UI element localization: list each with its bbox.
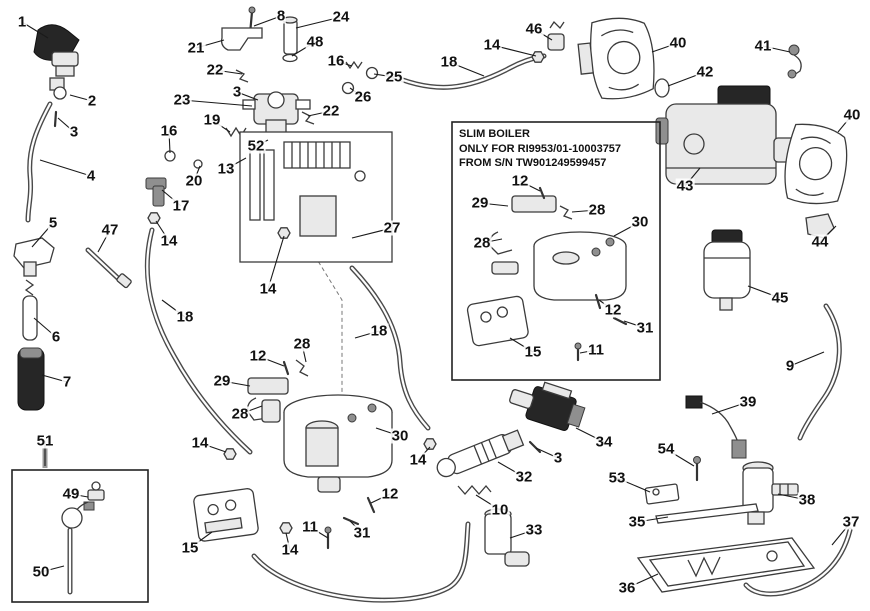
leader-line-53 (616, 477, 651, 493)
leader-line-14 (491, 44, 537, 57)
part-bracket-40-top (577, 17, 655, 100)
leader-line-14 (267, 235, 285, 290)
leader-line-28 (301, 343, 307, 363)
leader-line-11 (579, 349, 597, 354)
leader-line-18 (354, 330, 380, 339)
part-valve-38 (655, 461, 799, 525)
leader-line-12 (257, 355, 285, 367)
leader-line-15 (509, 337, 534, 353)
part-steam-hose (25, 101, 53, 223)
leader-line-14 (155, 220, 170, 242)
leader-line-8 (253, 15, 282, 27)
leader-line-29 (479, 202, 509, 207)
leader-line-42 (667, 71, 706, 87)
leader-line-41 (762, 45, 791, 53)
leader-line-17 (161, 189, 182, 207)
leader-line-12 (519, 180, 541, 192)
part-valve-32 (423, 429, 525, 495)
leader-line-4 (39, 159, 92, 177)
leader-line-36 (626, 573, 659, 589)
leader-line-12 (598, 299, 614, 311)
leader-line-16 (168, 130, 171, 154)
inset-float-valve-drawing (61, 481, 105, 595)
leader-line-40 (651, 42, 679, 53)
leader-line-40 (837, 114, 853, 133)
leader-line-2 (69, 94, 93, 102)
part-hose-37 (743, 527, 853, 597)
leader-line-10 (475, 494, 501, 511)
part-fitting-46 (531, 20, 565, 63)
leader-line-31 (623, 320, 646, 329)
leader-line-14 (199, 442, 227, 453)
leader-line-14 (285, 532, 291, 551)
slim-boiler-inset-border (451, 121, 661, 381)
leader-line-9 (789, 351, 825, 367)
leader-line-18 (448, 61, 485, 77)
part-steam-wand-end (13, 237, 55, 411)
leader-line-28 (571, 209, 598, 213)
part-small-hose-47 (85, 247, 132, 289)
leader-line-30 (613, 221, 641, 237)
float-valve-inset-border (11, 469, 149, 603)
part-tray-36 (636, 537, 816, 593)
leader-line-16 (335, 60, 353, 67)
leader-line-22 (307, 110, 332, 117)
part-solenoid-34 (509, 381, 586, 454)
leader-line-33 (509, 529, 535, 539)
leader-line-3 (57, 117, 75, 133)
leader-line-50 (40, 565, 65, 573)
leader-line-14 (417, 446, 431, 461)
slim-boiler-note-line2: ONLY FOR RI9953/01-10003757 (459, 142, 622, 155)
leader-line-23 (181, 99, 253, 107)
part-oring-42 (654, 78, 670, 98)
leader-line-24 (295, 16, 342, 29)
part-boiler-assembly-30 (223, 359, 393, 550)
slim-boiler-note: SLIM BOILER ONLY FOR RI9953/01-10003757 … (459, 127, 657, 171)
leader-line-29 (221, 380, 251, 387)
part-bracket-15 (193, 488, 259, 542)
part-steam-valve-assembly (33, 24, 80, 128)
leader-line-47 (97, 229, 111, 253)
leader-line-34 (575, 427, 605, 443)
part-top-bracket-group (220, 6, 298, 63)
part-tube-9 (797, 303, 842, 441)
part-three-way-valve (242, 91, 311, 135)
part-elbow-33 (484, 508, 530, 567)
leader-line-49 (70, 493, 89, 498)
part-pump-45 (703, 229, 751, 311)
inset-slim-boiler-drawing (466, 186, 628, 362)
part-cable-39 (644, 395, 747, 505)
leader-line-18 (161, 299, 186, 318)
part-clip-41 (787, 44, 802, 79)
part-mounting-plate-27 (239, 131, 393, 263)
leader-line-12 (370, 493, 391, 504)
leader-line-3 (535, 447, 559, 459)
slim-boiler-note-line3: FROM S/N TW901249599457 (459, 157, 607, 170)
part-bracket-40-right (784, 123, 848, 239)
slim-boiler-note-line1: SLIM BOILER (459, 128, 530, 140)
leader-line-7 (41, 374, 68, 383)
part-elbow-fitting-17 (145, 177, 167, 224)
leader-line-54 (665, 448, 695, 467)
leader-line-45 (747, 285, 781, 299)
part-tubes-18 (144, 53, 547, 603)
leader-line-19 (211, 119, 231, 133)
leader-line-21 (195, 39, 225, 49)
leader-line-32 (497, 461, 525, 478)
leader-line-39 (711, 401, 749, 415)
